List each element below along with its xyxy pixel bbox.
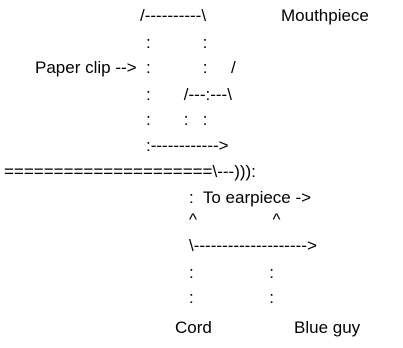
blue-guy-label: Blue guy	[294, 318, 361, 337]
mouthpiece-label: Mouthpiece	[281, 6, 369, 25]
cord-connector-row-2: : :	[189, 288, 275, 307]
paper-clip-label-row: Paper clip --> : : /	[35, 58, 236, 77]
inner-clip-top-row: : /---:---\	[146, 85, 232, 104]
mouthpiece-top-edge: /----------\	[140, 6, 207, 25]
phone-bar-row: =====================\---))):	[4, 162, 256, 181]
cord-label: Cord	[175, 318, 212, 337]
caret-markers-row: ^ ^	[189, 210, 281, 229]
lower-arrow-row: \-------------------->	[189, 236, 317, 255]
to-earpiece-row: : To earpiece ->	[189, 188, 312, 207]
inner-clip-sides-row: : : :	[146, 110, 208, 129]
clip-bottom-arrow: :------------>	[146, 136, 229, 155]
mouthpiece-sides: : :	[146, 33, 208, 52]
cord-connector-row-1: : :	[189, 263, 275, 282]
